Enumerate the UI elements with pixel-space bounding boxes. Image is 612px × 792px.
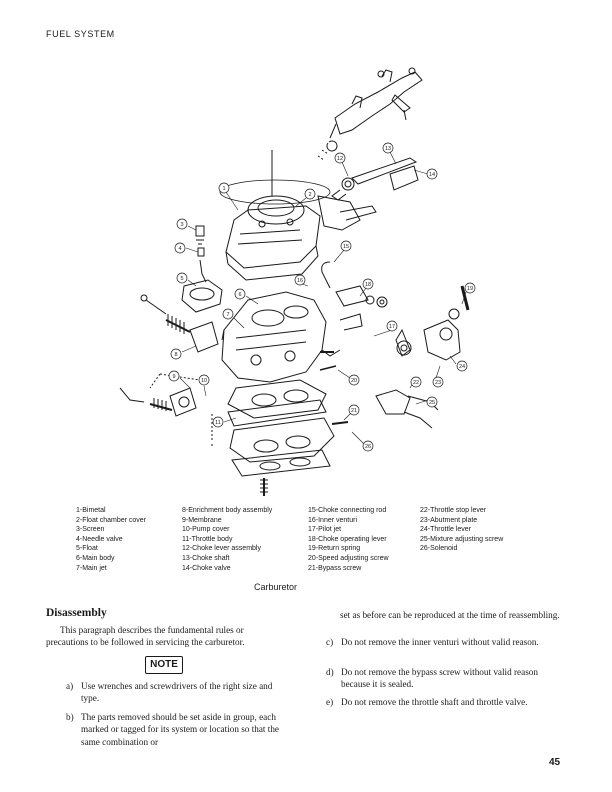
legend-column-2: 8-Enrichment body assembly 9-Membrane 10… <box>182 506 272 573</box>
legend-item: 23-Abutment plate <box>420 516 478 524</box>
list-item-e: e) Do not remove the throttle shaft and … <box>326 696 546 708</box>
legend-item: 22-Throttle stop lever <box>420 507 487 514</box>
callout-21: 21 <box>351 408 357 414</box>
callout-18: 18 <box>365 282 371 288</box>
legend-item: 14-Choke valve <box>182 564 231 572</box>
callout-6: 6 <box>238 292 241 298</box>
legend-item: 19-Return spring <box>308 545 361 553</box>
legend-item: 5-Float <box>76 545 98 553</box>
callout-25: 25 <box>429 400 435 406</box>
legend-item: 26-Solenoid <box>420 545 458 553</box>
callout-24: 24 <box>459 364 465 370</box>
section-header: FUEL SYSTEM <box>46 29 115 39</box>
legend-item: 17-Pilot jet <box>308 526 342 534</box>
carburetor-exploded-diagram: 1 2 3 4 5 6 7 8 9 10 11 12 13 14 15 16 1… <box>119 67 476 496</box>
legend-item: 4-Needle valve <box>76 535 123 543</box>
legend-item: 3-Screen <box>76 526 105 534</box>
figure-caption: Carburetor <box>254 582 298 592</box>
callout-22: 22 <box>413 380 419 386</box>
legend-item: 16-Inner venturi <box>308 516 358 524</box>
legend-item: 13-Choke shaft <box>182 554 230 562</box>
callout-5: 5 <box>180 276 183 282</box>
list-item-b: b) The parts removed should be set aside… <box>66 711 286 748</box>
legend-item: 15-Choke connecting rod <box>308 507 387 514</box>
callout-10: 10 <box>201 378 207 384</box>
left-text-column: This paragraph describes the fundamental… <box>46 624 284 649</box>
legend-item: 9-Membrane <box>182 516 222 524</box>
legend-item: 10-Pump cover <box>182 526 230 534</box>
list-item-text: Do not remove the bypass screw without v… <box>341 667 538 690</box>
choke-shaft-drawing <box>331 157 419 201</box>
callout-14: 14 <box>429 172 435 178</box>
list-item-text: The parts removed should be set aside in… <box>81 712 279 747</box>
callout-13: 13 <box>385 146 391 152</box>
legend-item: 25-Mixture adjusting screw <box>420 535 504 543</box>
callout-12: 12 <box>337 156 343 162</box>
callout-7: 7 <box>226 312 229 318</box>
main-body-drawing <box>221 291 341 383</box>
list-marker: e) <box>326 697 334 707</box>
legend-item: 12-Choke lever assembly <box>182 545 261 553</box>
list-item-text: Do not remove the throttle shaft and thr… <box>341 697 528 707</box>
callout-20: 20 <box>351 378 357 384</box>
callout-1: 1 <box>222 186 225 192</box>
enrichment-body-drawing <box>140 294 219 353</box>
float-drawing <box>181 279 223 313</box>
callout-2: 2 <box>308 192 311 198</box>
list-marker: a) <box>66 681 74 691</box>
callout-26: 26 <box>365 444 371 450</box>
legend-item: 11-Throttle body <box>182 535 233 543</box>
top-linkage-drawing <box>317 67 423 161</box>
list-item-text: Use wrenches and screwdrivers of the rig… <box>81 681 273 704</box>
legend-item: 7-Main jet <box>76 564 107 572</box>
throttle-linkage-drawing <box>319 285 470 429</box>
list-item-a: a) Use wrenches and screwdrivers of the … <box>66 680 286 705</box>
legend-item: 20-Speed adjusting screw <box>308 554 389 562</box>
legend-item: 21-Bypass screw <box>308 564 362 572</box>
legend-item: 18-Choke operating lever <box>308 535 387 543</box>
list-marker: c) <box>326 637 334 647</box>
callout-17: 17 <box>389 324 395 330</box>
legend-item: 6-Main body <box>76 554 115 562</box>
legend-item: 1-Bimetal <box>76 507 106 514</box>
callout-3: 3 <box>180 222 183 228</box>
legend-item: 24-Throttle lever <box>420 526 471 534</box>
float-chamber-cover-drawing <box>219 150 331 281</box>
needle-valve-drawing <box>195 225 207 283</box>
legend-item: 2-Float chamber cover <box>76 516 147 524</box>
callout-4: 4 <box>178 246 181 252</box>
legend-column-1: 1-Bimetal 2-Float chamber cover 3-Screen… <box>76 506 146 573</box>
intro-paragraph: This paragraph describes the fundamental… <box>46 625 245 648</box>
callout-23: 23 <box>435 380 441 386</box>
legend-column-4: 22-Throttle stop lever 23-Abutment plate… <box>420 506 503 554</box>
list-marker: d) <box>326 667 334 677</box>
list-marker: b) <box>66 712 74 722</box>
pump-cover-drawing <box>119 373 201 417</box>
list-item-c: c) Do not remove the inner venturi witho… <box>326 636 546 648</box>
callout-16: 16 <box>297 278 303 284</box>
callout-11: 11 <box>215 420 221 426</box>
page-number: 45 <box>549 757 561 768</box>
choke-bracket-drawing <box>317 195 377 289</box>
section-title: Disassembly <box>46 607 107 619</box>
callout-8: 8 <box>174 352 177 358</box>
list-item-text: Do not remove the inner venturi without … <box>341 637 539 647</box>
callout-15: 15 <box>343 244 349 250</box>
callout-9: 9 <box>172 374 175 380</box>
legend-column-3: 15-Choke connecting rod 16-Inner venturi… <box>308 506 389 573</box>
list-item-b-continuation: set as before can be reproduced at the t… <box>340 610 560 620</box>
legend-item: 8-Enrichment body assembly <box>182 507 273 514</box>
callout-19: 19 <box>467 286 473 292</box>
list-item-d: d) Do not remove the bypass screw withou… <box>326 666 546 691</box>
throttle-body-drawing <box>211 379 335 496</box>
note-label: NOTE <box>145 656 183 674</box>
callout-markers: 1 2 3 4 5 6 7 8 9 10 11 12 13 14 15 16 1… <box>168 142 476 452</box>
